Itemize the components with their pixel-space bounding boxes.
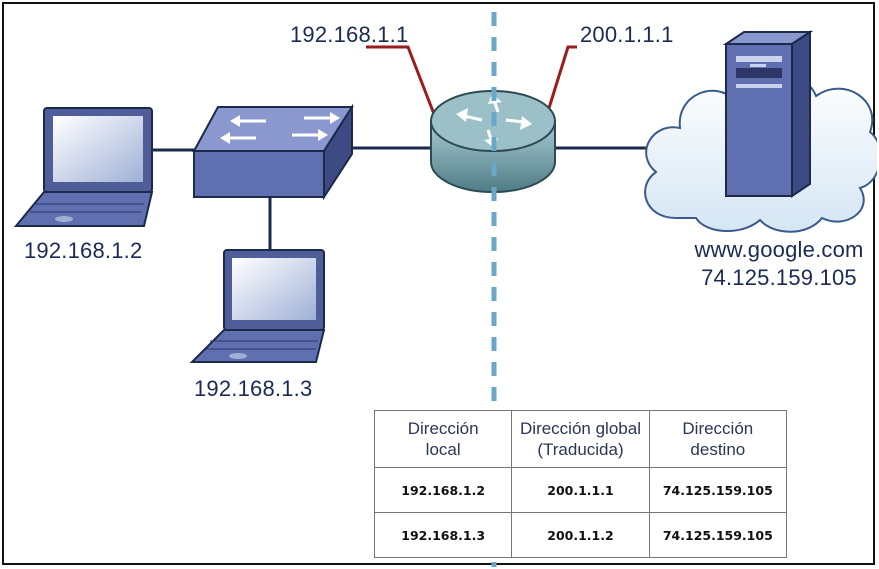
ip-pointer-wan	[542, 45, 577, 125]
server-icon	[722, 30, 814, 198]
laptop1-ip-label: 192.168.1.2	[24, 238, 143, 263]
nat-translation-table: Dirección local Dirección global (Traduc…	[373, 410, 788, 558]
ip-pointer-lan	[366, 45, 436, 115]
router-wan-ip-label: 200.1.1.1	[580, 22, 674, 47]
table-row: 192.168.1.3 200.1.1.2 74.125.159.105	[373, 512, 788, 558]
cell-destination: 74.125.159.105	[648, 467, 788, 513]
server-ip-label: 74.125.159.105	[701, 265, 857, 290]
table-row: 192.168.1.2 200.1.1.1 74.125.159.105	[373, 467, 788, 513]
cell-global: 200.1.1.1	[511, 467, 650, 513]
laptop2-ip-label: 192.168.1.3	[194, 376, 313, 401]
cell-local: 192.168.1.3	[373, 512, 513, 558]
header-global-address: Dirección global (Traducida)	[511, 410, 650, 468]
router-lan-ip-label: 192.168.1.1	[290, 22, 409, 47]
header-local-address: Dirección local	[373, 410, 513, 468]
cell-global: 200.1.1.2	[511, 512, 650, 558]
server-hostname-label: www.google.com	[694, 237, 864, 262]
cell-local: 192.168.1.2	[373, 467, 513, 513]
cell-destination: 74.125.159.105	[648, 512, 788, 558]
laptop-icon	[13, 107, 154, 227]
header-destination-address: Dirección destino	[648, 410, 788, 468]
table-header-row: Dirección local Dirección global (Traduc…	[373, 410, 788, 468]
laptop-icon	[189, 249, 326, 363]
switch-icon	[192, 103, 354, 201]
